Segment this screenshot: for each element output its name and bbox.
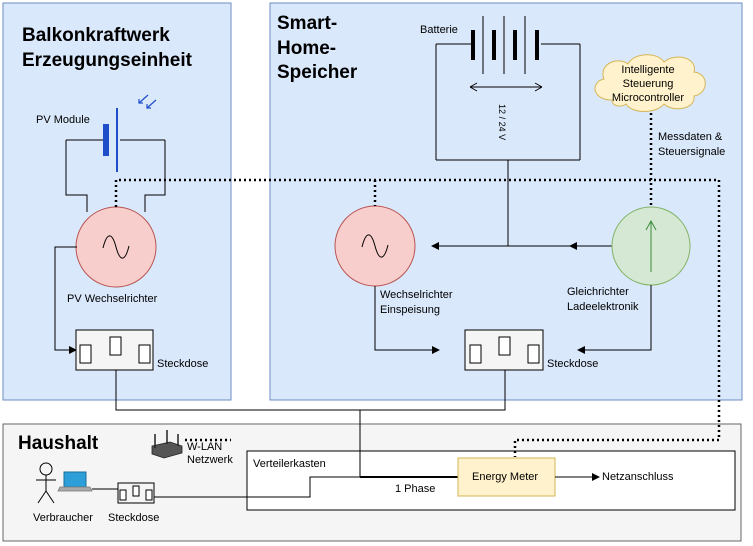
socket-storage-label: Steckdose (547, 358, 599, 370)
controller-label: Intelligente Steuerung Microcontroller (608, 64, 688, 105)
battery-label: Batterie (420, 24, 458, 36)
pv-panel-icon (66, 108, 165, 172)
speicher-title-line3: Speicher (277, 62, 358, 84)
balkon-title-line1: Balkonkraftwerk (22, 25, 170, 46)
energy-meter (457, 457, 556, 497)
router-icon (151, 430, 183, 459)
balkon-title-line2: Erzeugungseinheit (22, 49, 192, 71)
battery-icon (435, 16, 581, 161)
laptop-icon (57, 471, 93, 492)
pv-module-label: PV Module (36, 114, 90, 126)
consumer-label: Verbraucher (33, 512, 93, 524)
wire-socket-to-charger (577, 285, 652, 354)
feed-inverter-label-line2: Einspeisung (380, 303, 440, 316)
feed-inverter-label-line1: Wechselrichter (380, 289, 453, 301)
ac-source-icon (102, 235, 130, 259)
controller-label-line2: Steuerung (622, 77, 674, 90)
charger-label-line2: Ladeelektronik (567, 300, 639, 313)
socket-household-label: Steckdose (108, 512, 160, 524)
pv-wire-left (65, 140, 88, 212)
signals-label: Messdaten & Steuersignale (658, 130, 725, 160)
socket-pv (75, 329, 154, 371)
pv-wire-right (144, 140, 166, 212)
sun-rays-icon (138, 94, 157, 109)
pv-inverter-label: PV Wechselrichter (67, 293, 158, 305)
socket-pv-label: Steckdose (157, 358, 209, 370)
speicher-title-line1: Smart- (277, 13, 338, 34)
wire-pv-inverter-to-socket (54, 246, 77, 354)
charger-rectifier (611, 206, 691, 286)
haushalt-title: Haushalt (18, 433, 99, 454)
signals-label-line1: Messdaten & (658, 131, 723, 143)
controller-label-line1: Intelligente (621, 64, 675, 76)
feed-inverter-label: Wechselrichter Einspeisung (380, 288, 453, 318)
grid-connection-label: Netzanschluss (602, 471, 674, 483)
speicher-title: Smart- Home- Speicher (277, 12, 357, 86)
charger-label-line1: Gleichrichter (567, 286, 629, 298)
balkon-title: Balkonkraftwerk Erzeugungseinheit (22, 24, 192, 73)
battery-voltage-label: 12 / 24 V (497, 104, 508, 141)
socket-storage (464, 329, 544, 371)
controller-label-line3: Microcontroller (611, 91, 685, 104)
one-phase-label: 1 Phase (395, 483, 436, 495)
signal-network (114, 178, 721, 457)
cloud-icon (594, 54, 706, 112)
person-icon (36, 462, 56, 504)
socket-household (117, 482, 155, 504)
pv-inverter (75, 206, 157, 288)
signals-label-line2: Steuersignale (658, 145, 726, 158)
wire-feed-inverter-to-socket (374, 286, 440, 354)
distribution-box-label: Verteilerkasten (253, 458, 326, 470)
wire-storage-socket-to-line (360, 370, 506, 411)
speicher-title-line2: Home- (277, 37, 337, 59)
wire-pv-socket-to-line (115, 370, 361, 477)
wlan-label-line2: Netzwerk (187, 454, 233, 467)
wlan-label-line1: W-LAN (187, 441, 223, 453)
feed-in-inverter (334, 205, 416, 287)
wlan-label: W-LAN Netzwerk (187, 441, 233, 467)
charger-label: Gleichrichter Ladeelektronik (567, 285, 639, 315)
energy-meter-label: Energy Meter (472, 471, 539, 483)
